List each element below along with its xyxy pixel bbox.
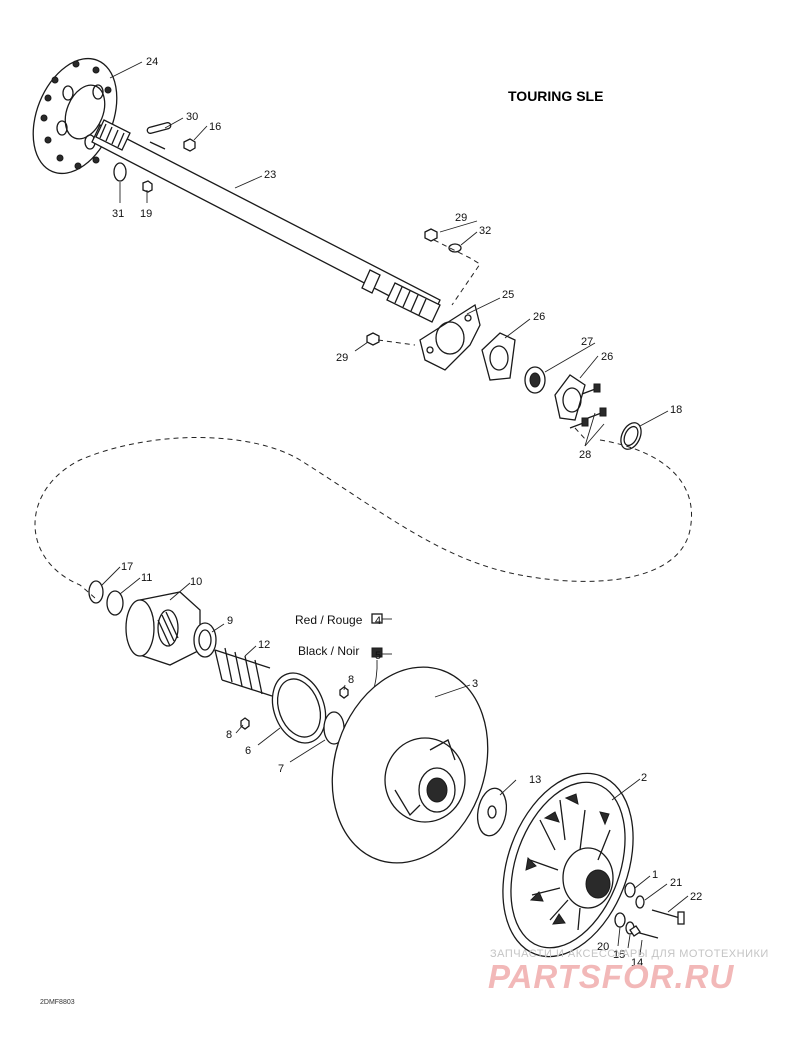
fixed-sheave-part-3 xyxy=(331,666,489,864)
cam-part-10 xyxy=(125,591,201,666)
callout-16: 16 xyxy=(209,121,221,133)
flange-part-26b xyxy=(554,374,586,421)
leader-lines xyxy=(101,61,689,956)
callout-5: 5 xyxy=(375,650,381,662)
nut-part-16 xyxy=(183,138,196,152)
oring-inner-part-18 xyxy=(623,425,639,447)
callout-8-left: 8 xyxy=(226,729,232,741)
callout-27: 27 xyxy=(581,336,593,348)
washer-part-1 xyxy=(624,882,636,898)
callout-3: 3 xyxy=(472,678,478,690)
callout-1: 1 xyxy=(652,869,658,881)
callout-12: 12 xyxy=(258,639,270,651)
callout-29-upper: 29 xyxy=(455,212,467,224)
nut-part-19 xyxy=(142,180,153,193)
callout-18: 18 xyxy=(670,404,682,416)
callout-8-right: 8 xyxy=(348,674,354,686)
nut-part-29-lower xyxy=(366,332,380,346)
callout-21: 21 xyxy=(670,877,682,889)
label-black-noir: Black / Noir xyxy=(298,644,359,658)
spring-part-12 xyxy=(214,647,273,697)
callout-25: 25 xyxy=(502,289,514,301)
callout-13: 13 xyxy=(529,774,541,786)
callout-24: 24 xyxy=(146,56,158,68)
washer-part-13 xyxy=(476,787,508,837)
washer-part-32 xyxy=(448,243,462,253)
watermark-logo: PARTSFOR.RU xyxy=(488,958,734,995)
bushing-part-9 xyxy=(193,622,217,658)
callout-17: 17 xyxy=(121,561,133,573)
bolts-part-28 xyxy=(569,383,607,429)
washer-part-21 xyxy=(635,895,645,909)
key-part-30 xyxy=(146,122,172,134)
screw-part-8-right xyxy=(339,686,349,699)
callout-11: 11 xyxy=(141,572,152,584)
bearing-part-27 xyxy=(524,366,546,394)
assembly-line-29-32 xyxy=(433,239,481,306)
assembly-line-29-lower xyxy=(377,339,416,346)
callout-31: 31 xyxy=(112,208,124,220)
label-red-rouge: Red / Rouge xyxy=(295,613,363,627)
screw-part-8-left xyxy=(240,717,250,730)
callout-7: 7 xyxy=(278,763,284,775)
callout-22: 22 xyxy=(690,891,702,903)
sleeve-part-6 xyxy=(271,672,327,744)
watermark-tagline: ЗАПЧАСТИ И АКСЕССУАРЫ ДЛЯ МОТОТЕХНИКИ xyxy=(490,948,769,960)
callout-20: 20 xyxy=(597,941,609,953)
bolt-part-14 xyxy=(629,925,659,939)
callout-26-upper: 26 xyxy=(533,311,545,323)
callout-2: 2 xyxy=(641,772,647,784)
screw-part-4 xyxy=(371,613,392,624)
callout-28: 28 xyxy=(579,449,591,461)
callout-23: 23 xyxy=(264,169,276,181)
brake-disc-part-24 xyxy=(32,57,118,175)
callout-19: 19 xyxy=(140,208,152,220)
callout-15: 15 xyxy=(613,949,625,961)
callout-30: 30 xyxy=(186,111,198,123)
callout-9: 9 xyxy=(227,615,233,627)
callout-26-lower: 26 xyxy=(601,351,613,363)
callout-29-lower: 29 xyxy=(336,352,348,364)
ring-part-17 xyxy=(88,580,104,604)
sliding-sheave-part-2 xyxy=(502,772,634,958)
callout-14: 14 xyxy=(631,957,643,969)
ring-part-31 xyxy=(113,162,127,182)
bearing-housing-part-25 xyxy=(419,303,481,371)
screw-part-5 xyxy=(371,647,392,658)
bolt-part-22 xyxy=(651,909,685,925)
flange-part-26a xyxy=(481,332,516,381)
washer-part-11 xyxy=(106,590,124,616)
driven-shaft-part-23 xyxy=(91,119,441,323)
callout-4: 4 xyxy=(375,615,381,627)
washer-part-20 xyxy=(614,912,626,928)
callout-10: 10 xyxy=(190,576,202,588)
callout-6: 6 xyxy=(245,745,251,757)
oring-part-18 xyxy=(620,422,642,450)
callout-numbers: 24 30 16 31 19 23 29 32 25 26 29 27 26 1… xyxy=(112,56,702,969)
drawing-code: 2DMF8803 xyxy=(40,999,75,1006)
callout-32: 32 xyxy=(479,225,491,237)
assembly-line-28 xyxy=(574,427,587,441)
diagram-title: TOURING SLE xyxy=(508,88,603,104)
assembly-path-loop xyxy=(34,437,692,599)
nut-part-29-upper xyxy=(424,228,438,242)
